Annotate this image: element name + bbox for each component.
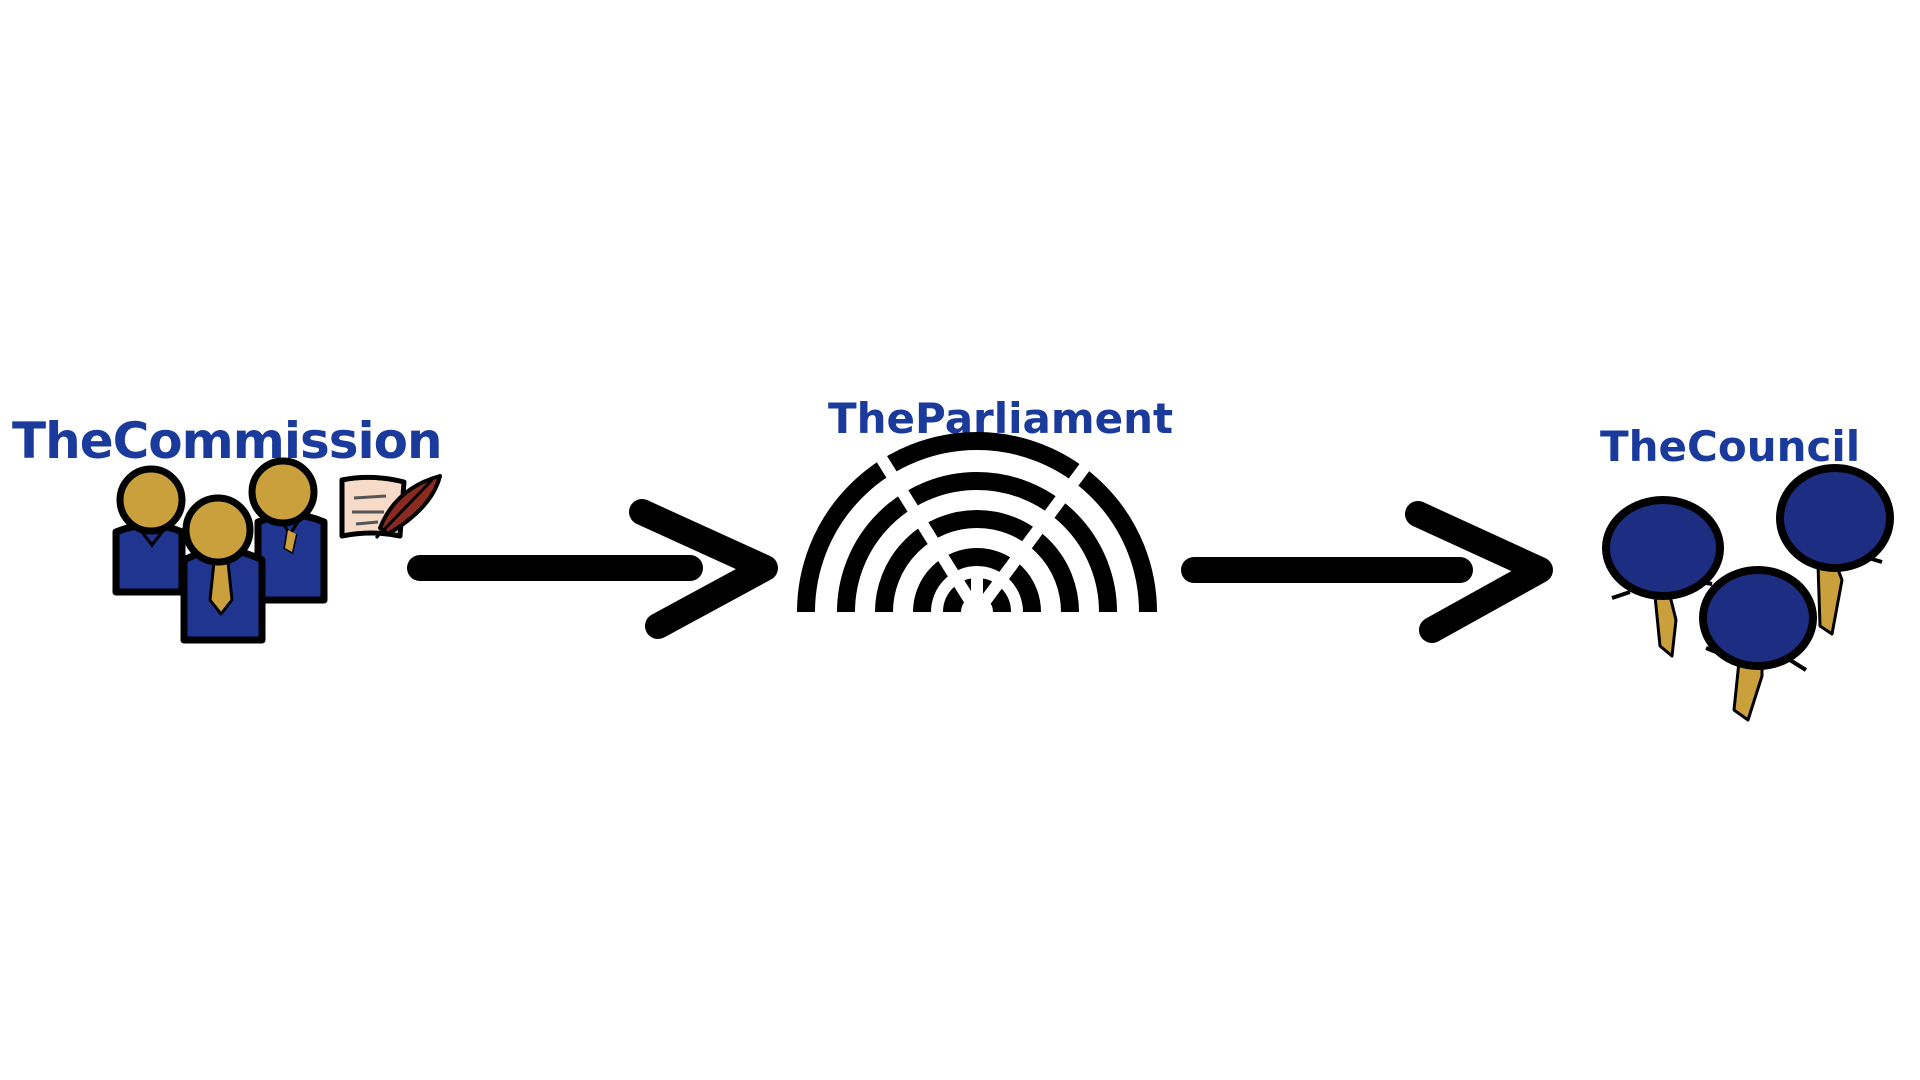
council-ministers-icon xyxy=(1602,464,1894,722)
council-figure-left xyxy=(1602,496,1724,658)
council-figure-front xyxy=(1699,566,1817,722)
arrow-right-icon xyxy=(1181,501,1553,643)
official-figure-left xyxy=(112,465,186,596)
council-label: TheCouncil xyxy=(1600,422,1861,471)
council-figure-right xyxy=(1776,464,1894,636)
quill-and-paper-icon xyxy=(339,474,442,540)
official-figure-right xyxy=(248,457,328,604)
commission-officials-icon xyxy=(112,457,442,644)
arrow-right-icon xyxy=(407,499,778,639)
parliament-hemicycle-icon xyxy=(797,432,1157,616)
official-figure-front xyxy=(180,494,266,644)
commission-label: TheCommission xyxy=(12,412,443,470)
